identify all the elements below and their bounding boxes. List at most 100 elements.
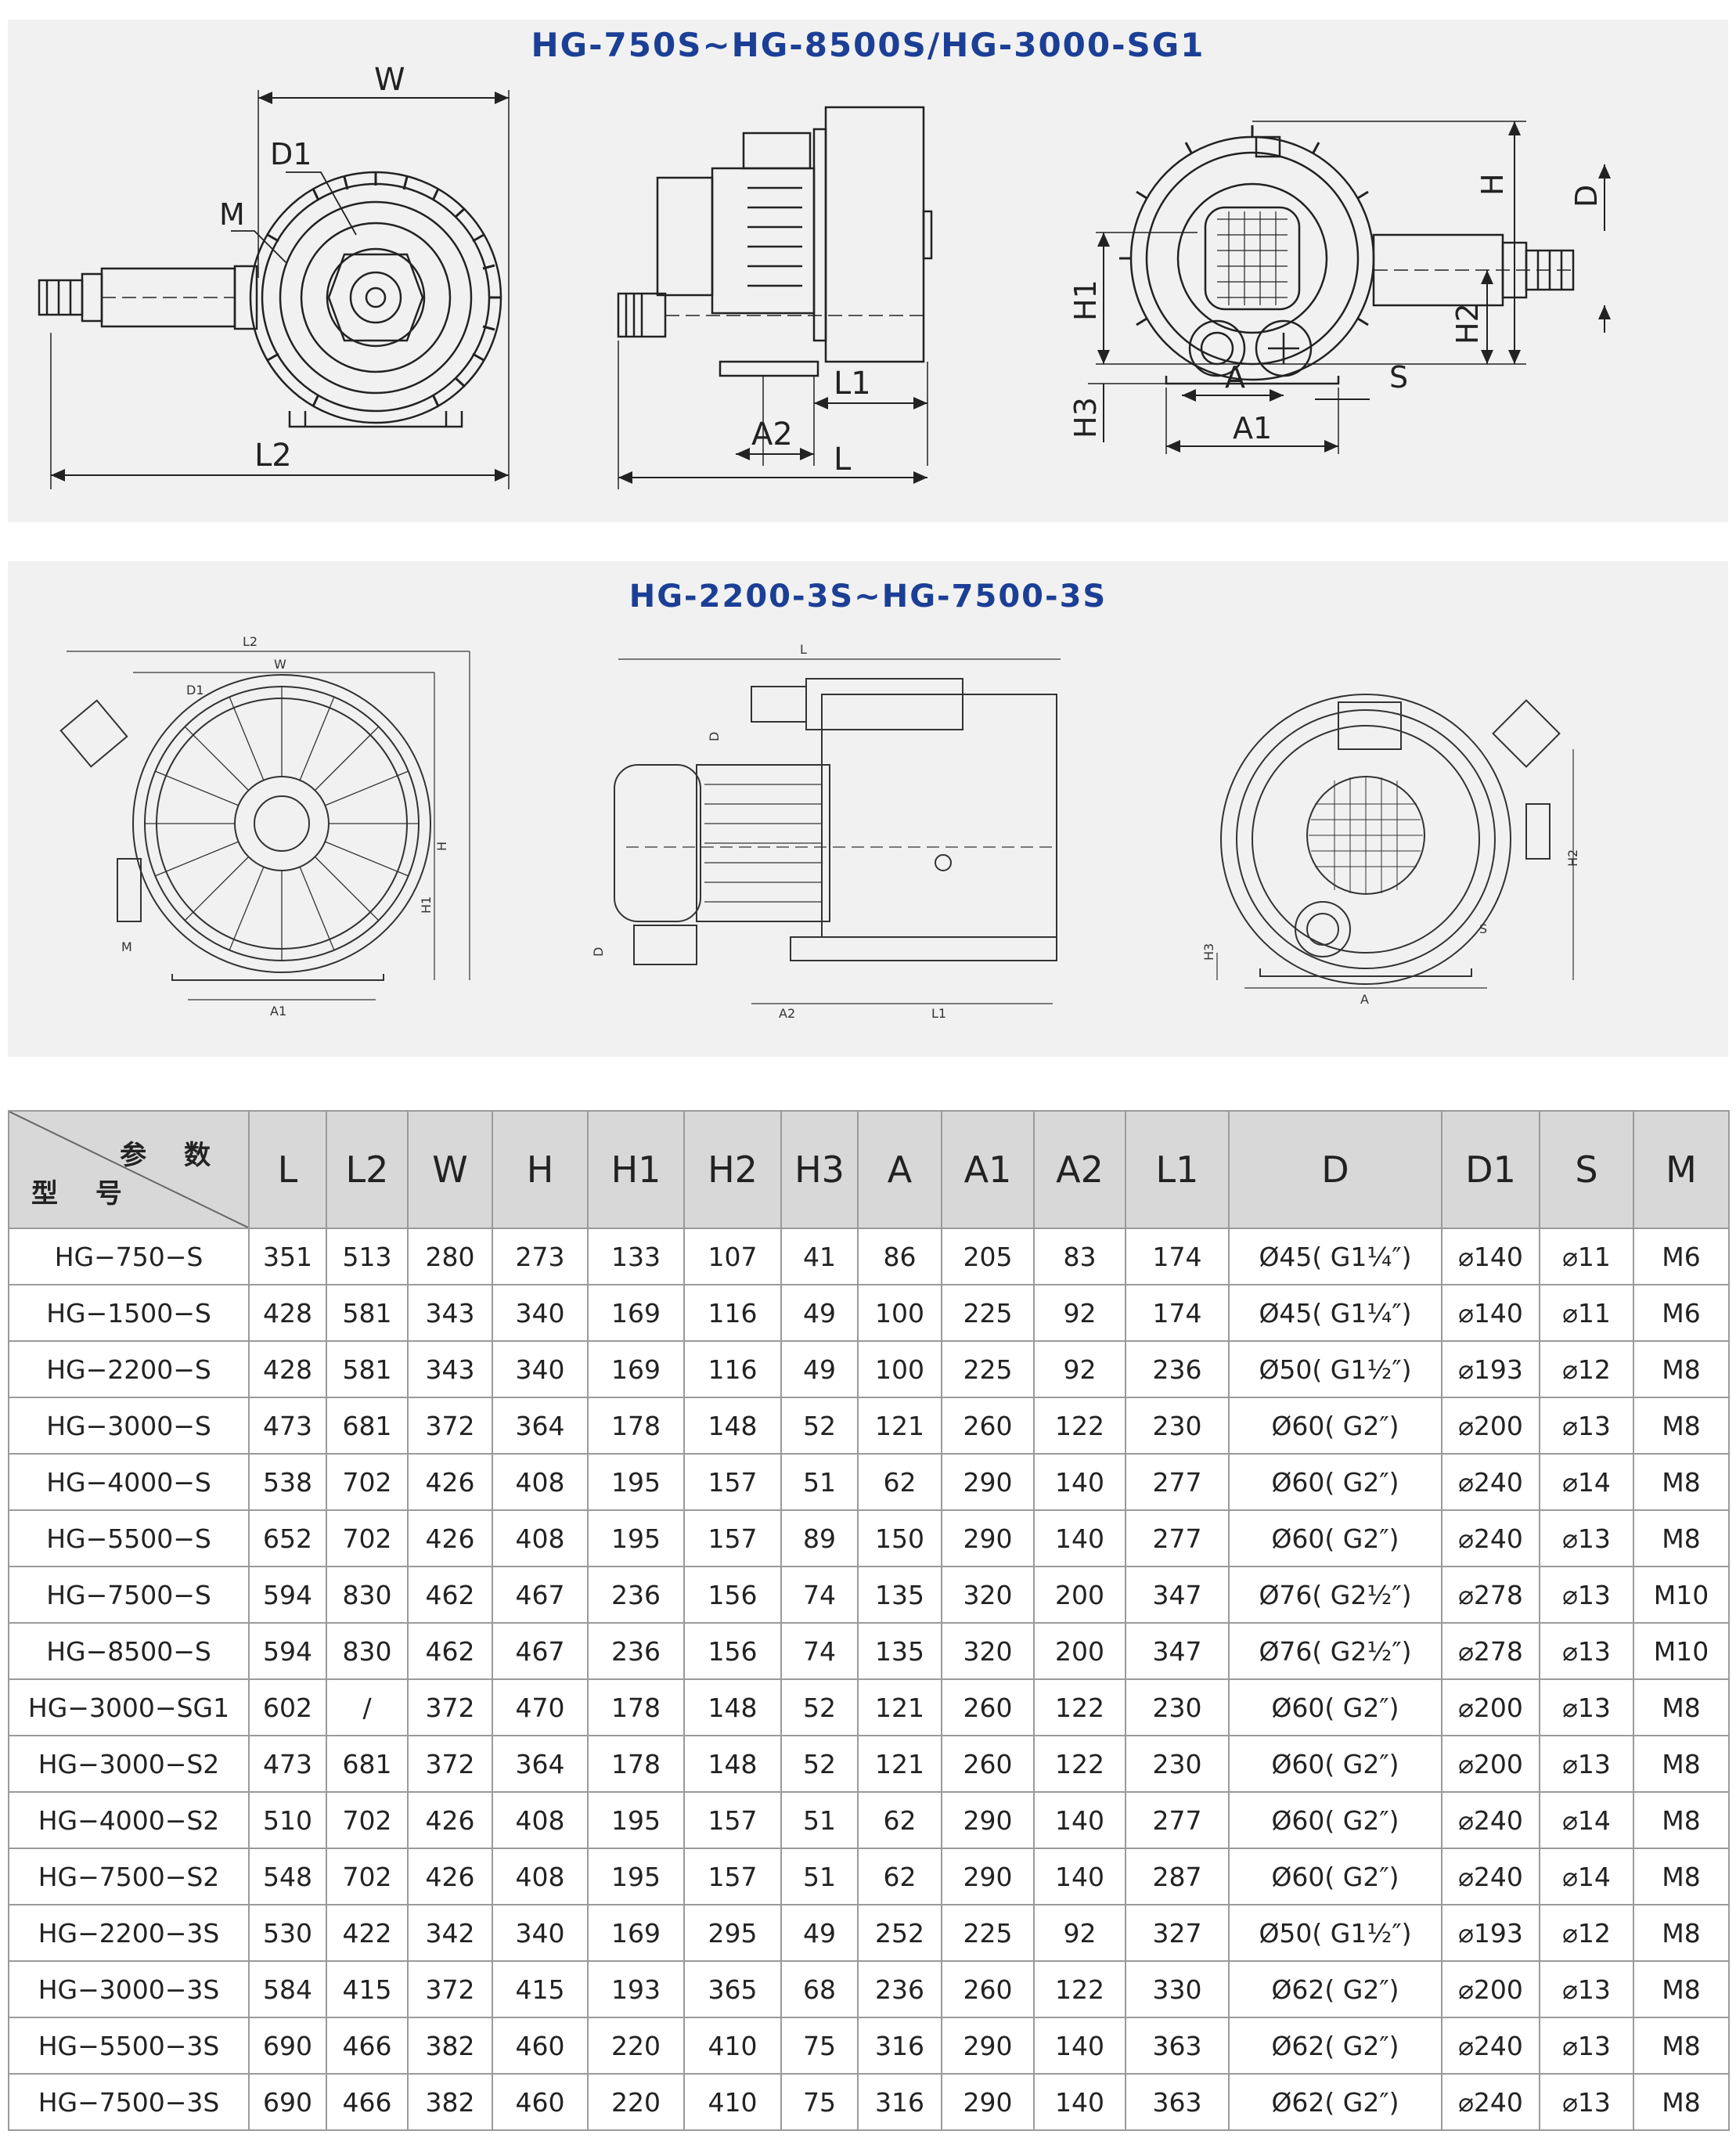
cell-l1: 327 <box>1125 1904 1230 1962</box>
cell-h2: 148 <box>683 1678 782 1736</box>
cell-d1: ⌀240 <box>1441 1848 1540 1905</box>
cell-l: 538 <box>248 1453 327 1511</box>
cell-m: M8 <box>1633 1453 1730 1511</box>
table-header-row: 参 数 型 号 L L2 W H H1 H2 H3 A A1 A2 L1 D D… <box>8 1110 1730 1229</box>
col-header-d1: D1 <box>1441 1110 1540 1229</box>
cell-w: 280 <box>407 1228 493 1285</box>
cell-l2: 466 <box>326 2017 409 2075</box>
model-cell: HG−3000−S2 <box>8 1735 250 1793</box>
cell-a: 100 <box>857 1284 942 1342</box>
cell-m: M8 <box>1633 2017 1730 2075</box>
cell-m: M6 <box>1633 1228 1730 1285</box>
cell-l1: 230 <box>1125 1397 1230 1455</box>
cell-s: ⌀14 <box>1539 1453 1634 1511</box>
dim-label-h3: H3 <box>1068 397 1103 438</box>
cell-a1: 290 <box>941 2017 1035 2075</box>
cell-l: 584 <box>248 1960 327 2018</box>
cell-h3: 49 <box>780 1904 859 1962</box>
cell-a2: 92 <box>1033 1284 1126 1342</box>
cell-a1: 225 <box>941 1284 1035 1342</box>
cell-a1: 260 <box>941 1735 1035 1793</box>
cell-d1: ⌀278 <box>1441 1566 1540 1624</box>
cell-s: ⌀13 <box>1539 2073 1634 2131</box>
b-label-l1: L1 <box>931 1006 946 1021</box>
cell-s: ⌀13 <box>1539 1566 1634 1624</box>
cell-d1: ⌀240 <box>1441 1453 1540 1511</box>
cell-l: 351 <box>248 1228 327 1285</box>
cell-d1: ⌀240 <box>1441 1509 1540 1567</box>
cell-l2: 702 <box>326 1791 409 1849</box>
cell-h2: 157 <box>683 1848 782 1905</box>
dim-label-d1: D1 <box>270 137 312 171</box>
bottom-panel-title: HG-2200-3S~HG-7500-3S <box>628 579 1108 615</box>
cell-h: 364 <box>492 1735 589 1793</box>
dim-label-h: H <box>1475 173 1510 196</box>
cell-a1: 290 <box>941 2073 1035 2131</box>
cell-m: M8 <box>1633 2073 1730 2131</box>
cell-s: ⌀13 <box>1539 1509 1634 1567</box>
cell-m: M6 <box>1633 1284 1730 1342</box>
model-cell: HG−3000−S <box>8 1397 250 1455</box>
cell-m: M8 <box>1633 1848 1730 1905</box>
col-header-a1: A1 <box>941 1110 1035 1229</box>
cell-l1: 277 <box>1125 1791 1230 1849</box>
cell-l: 428 <box>248 1340 327 1398</box>
cell-d: Ø60( G2″) <box>1228 1735 1442 1793</box>
cell-l2: 415 <box>326 1960 409 2018</box>
cell-h1: 193 <box>587 1960 685 2018</box>
cell-a2: 83 <box>1033 1228 1126 1285</box>
cell-h3: 52 <box>780 1397 859 1455</box>
cell-s: ⌀13 <box>1539 1622 1634 1680</box>
cell-l2: 830 <box>326 1622 409 1680</box>
cell-a1: 290 <box>941 1453 1035 1511</box>
cell-s: ⌀13 <box>1539 1960 1634 2018</box>
cell-a1: 260 <box>941 1678 1035 1736</box>
cell-h2: 107 <box>683 1228 782 1285</box>
dim-label-d: D <box>1569 185 1604 207</box>
cell-l: 428 <box>248 1284 327 1342</box>
dim-label-s: S <box>1389 360 1408 395</box>
cell-h: 408 <box>492 1791 589 1849</box>
cell-d: Ø60( G2″) <box>1228 1791 1442 1849</box>
cell-w: 462 <box>407 1622 493 1680</box>
cell-d: Ø45( G1¼″) <box>1228 1284 1442 1342</box>
cell-h1: 178 <box>587 1735 685 1793</box>
model-cell: HG−1500−S <box>8 1284 250 1342</box>
top-drawing-panel: HG-750S~HG-8500S/HG-3000-SG1 <box>8 20 1728 522</box>
cell-w: 343 <box>407 1284 493 1342</box>
cell-d1: ⌀240 <box>1441 1791 1540 1849</box>
end-view-drawing <box>1119 125 1575 385</box>
cell-h: 364 <box>492 1397 589 1455</box>
cell-w: 426 <box>407 1848 493 1905</box>
bottom-drawings: L2 W D1 H H1 M A1 L D D A2 L1 H2 H3 S A <box>59 634 1580 1021</box>
model-cell: HG−2200−3S <box>8 1904 250 1962</box>
cell-h1: 169 <box>587 1284 685 1342</box>
cell-h2: 365 <box>683 1960 782 2018</box>
cell-l1: 174 <box>1125 1228 1230 1285</box>
cell-d: Ø60( G2″) <box>1228 1397 1442 1455</box>
cell-m: M8 <box>1633 1678 1730 1736</box>
cell-a2: 200 <box>1033 1566 1126 1624</box>
col-header-h1: H1 <box>587 1110 685 1229</box>
bottom-left-view-drawing <box>59 674 431 981</box>
cell-h3: 41 <box>780 1228 859 1285</box>
cell-h3: 75 <box>780 2017 859 2075</box>
cell-d: Ø62( G2″) <box>1228 1960 1442 2018</box>
cell-w: 426 <box>407 1791 493 1849</box>
cell-h2: 410 <box>683 2017 782 2075</box>
cell-a: 316 <box>857 2017 942 2075</box>
cell-s: ⌀13 <box>1539 1678 1634 1736</box>
b-label-l: L <box>800 642 807 657</box>
cell-m: M8 <box>1633 1509 1730 1567</box>
top-drawings: W D1 M L2 L1 A2 L H D H1 H2 H3 A A1 S <box>38 62 1611 489</box>
cell-d: Ø60( G2″) <box>1228 1678 1442 1736</box>
cell-l1: 363 <box>1125 2073 1230 2131</box>
